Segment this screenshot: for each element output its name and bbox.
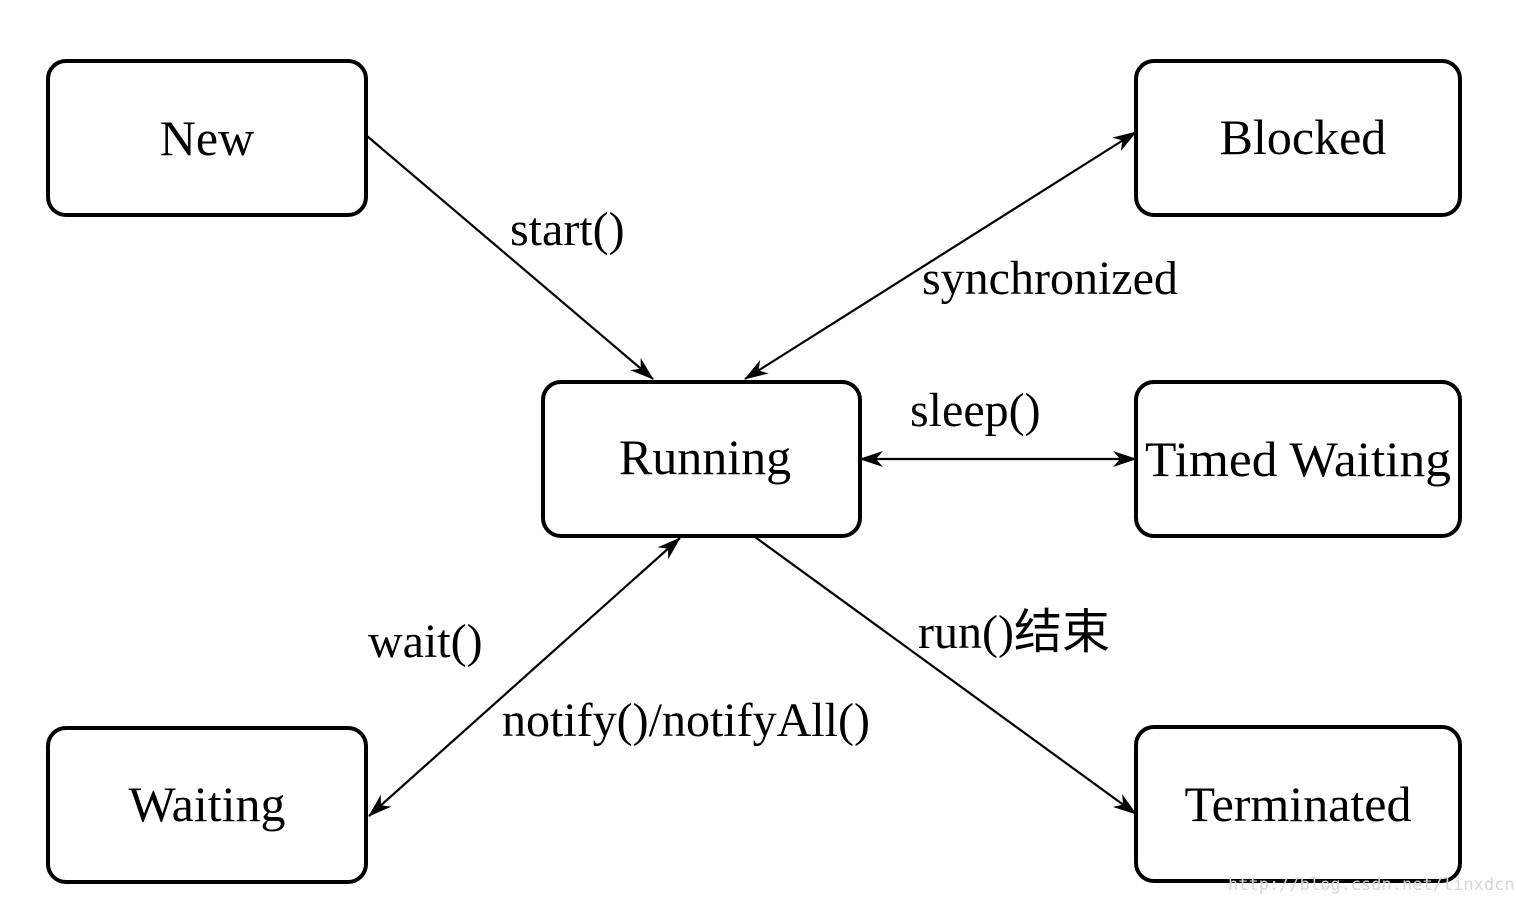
edge-label-notify: notify()/notifyAll(): [502, 694, 870, 747]
edge-label-run-end: run()结束: [918, 606, 1110, 659]
state-node-waiting: Waiting: [46, 726, 368, 884]
edge-label-wait: wait(): [368, 615, 483, 668]
state-label-terminated: Terminated: [1185, 776, 1412, 832]
edge-start-arrow: [366, 135, 654, 380]
state-node-running: Running: [541, 380, 862, 538]
edge-label-start: start(): [510, 203, 625, 256]
state-label-blocked: Blocked: [1220, 109, 1387, 165]
state-label-new: New: [160, 110, 254, 166]
edge-label-sleep: sleep(): [910, 384, 1041, 437]
state-label-running: Running: [619, 429, 791, 485]
edge-label-synchronized: synchronized: [922, 252, 1178, 305]
state-node-blocked: Blocked: [1134, 59, 1462, 217]
watermark-text: http://blog.csdn.net/linxdcn: [1228, 875, 1515, 895]
state-label-waiting: Waiting: [128, 776, 285, 832]
edge-synchronized-arrow: [744, 131, 1137, 380]
edge-run-end-arrow: [754, 536, 1137, 815]
state-node-terminated: Terminated: [1134, 725, 1462, 883]
edge-wait-notify-arrow: [368, 537, 681, 817]
state-node-new: New: [46, 59, 368, 217]
edges: [366, 131, 1137, 817]
state-label-timed-waiting: Timed Waiting: [1145, 431, 1451, 487]
edge-labels: start() synchronized sleep() wait() noti…: [368, 203, 1178, 747]
state-node-timed-waiting: Timed Waiting: [1134, 380, 1462, 538]
